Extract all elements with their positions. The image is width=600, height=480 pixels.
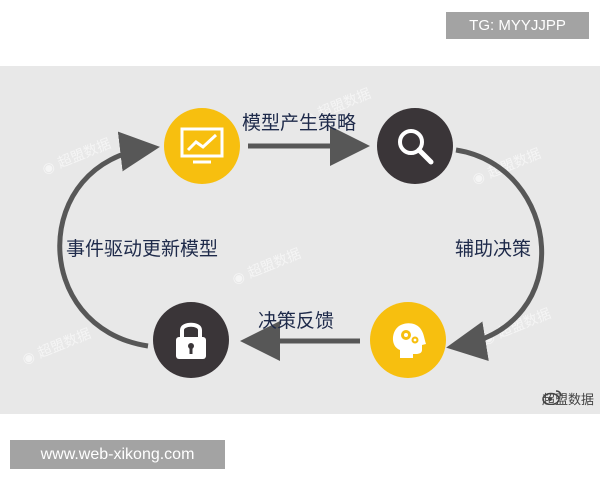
cycle-diagram: ◉ 超盟数据 ◉ 超盟数据 ◉ 超盟数据 ◉ 超盟数据 ◉ 超盟数据 ◉ 超盟数… [0,66,600,414]
weibo-watermark: 超盟数据 [542,389,594,408]
search-node [377,108,453,184]
magnifier-icon [398,129,434,165]
tg-badge-text: TG: MYYJJPP [469,17,566,34]
edge-label-bottom: 决策反馈 [258,310,335,332]
chart-monitor-icon [180,127,224,164]
arrow-right [446,147,544,361]
lock-node [153,302,229,378]
head-gears-icon [392,323,426,358]
arrow-left [57,131,160,349]
brain-node [370,302,446,378]
edge-label-left: 事件驱动更新模型 [66,238,219,260]
weibo-icon [542,390,562,405]
padlock-icon [176,322,206,359]
tg-badge: TG: MYYJJPP [446,12,589,39]
edge-label-right: 辅助决策 [455,238,532,260]
footer-url-text: www.web-xikong.com [40,445,195,463]
model-node [164,108,240,184]
edge-label-top: 模型产生策略 [242,112,357,134]
cycle-arrows [57,126,544,361]
footer-url: www.web-xikong.com [10,440,225,469]
